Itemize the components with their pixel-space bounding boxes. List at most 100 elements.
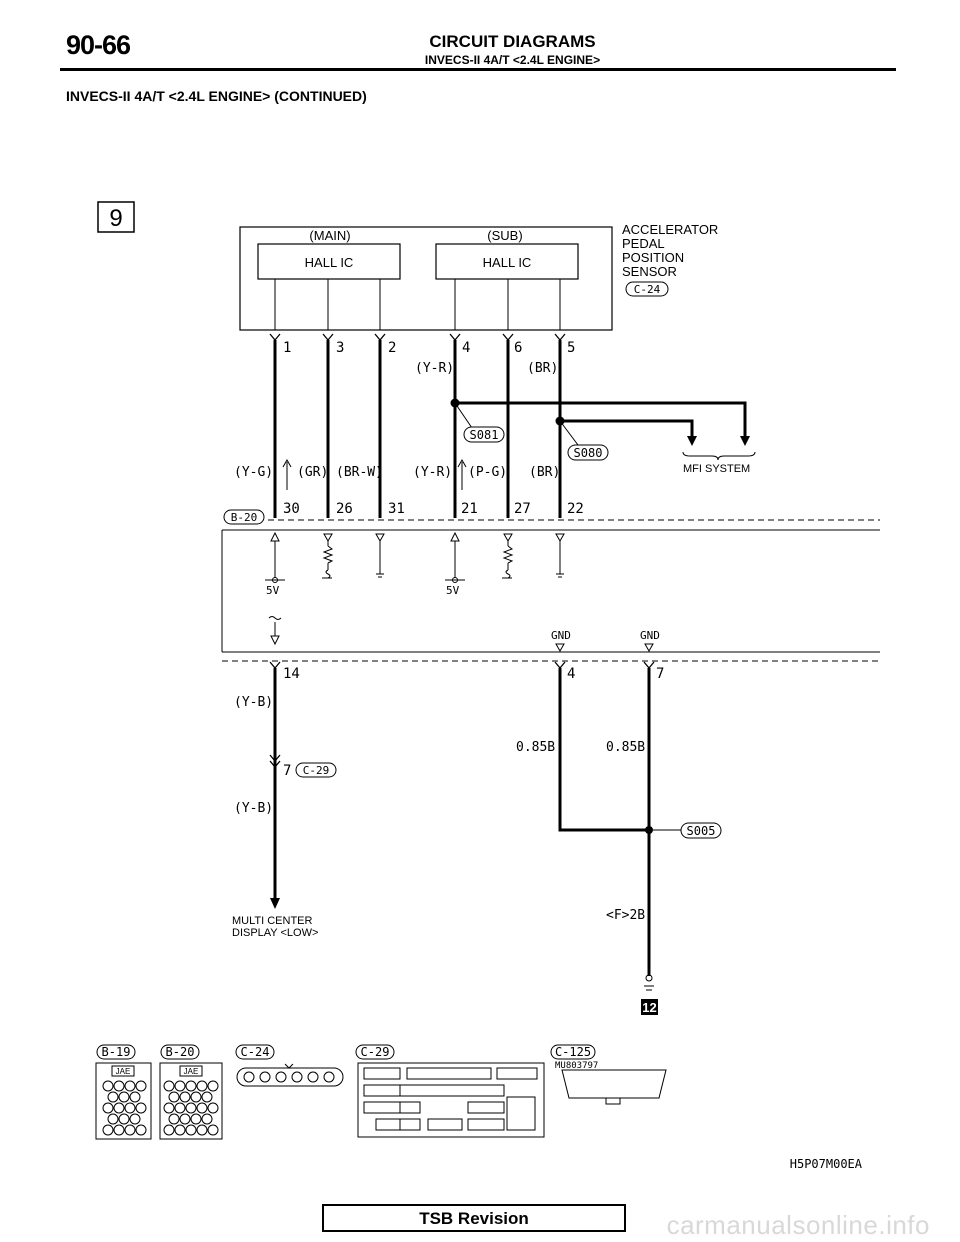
sensor-sub-label: (SUB) bbox=[487, 228, 522, 243]
hall-ic-main bbox=[257, 243, 401, 280]
wire-color-y-b-2: (Y-B) bbox=[234, 801, 273, 816]
conn-c24-face bbox=[236, 1063, 344, 1087]
conn-c29-face bbox=[357, 1062, 545, 1138]
splice-point-s005 bbox=[645, 826, 653, 834]
hall-ic-main-label: HALL IC bbox=[305, 255, 354, 270]
sensor-pin-6: 6 bbox=[514, 340, 522, 356]
wire-color-y-r-upper: (Y-R) bbox=[415, 361, 454, 376]
s080-label: S080 bbox=[574, 446, 603, 460]
wire-color-p-g: (P-G) bbox=[468, 465, 507, 480]
sensor-internal-leads bbox=[274, 279, 561, 330]
page-number: 90-66 bbox=[66, 30, 131, 60]
s081-label: S081 bbox=[470, 428, 499, 442]
gnd-label-2: GND bbox=[640, 629, 660, 642]
ecu-pin-26: 26 bbox=[336, 501, 353, 517]
display-label-2: DISPLAY <LOW> bbox=[232, 927, 318, 939]
conn-c24-badge bbox=[235, 1044, 275, 1060]
supply-5v-1: 5V bbox=[266, 584, 280, 597]
continuation-box bbox=[641, 999, 658, 1015]
conn-b19-face bbox=[95, 1062, 152, 1140]
supply-5v-2: 5V bbox=[446, 584, 460, 597]
conn-c125-face bbox=[561, 1069, 667, 1105]
junction-pin: 7 bbox=[283, 763, 291, 779]
sensor-main-label: (MAIN) bbox=[309, 228, 350, 243]
ecu-pin-21: 21 bbox=[461, 501, 478, 517]
s081-leader bbox=[454, 402, 473, 429]
sensor-pin-4: 4 bbox=[462, 340, 470, 356]
sensor-box bbox=[239, 226, 613, 331]
wire-color-gr: (GR) bbox=[297, 465, 328, 480]
conn-c24-label: C-24 bbox=[241, 1045, 270, 1059]
hall-ic-sub bbox=[435, 243, 579, 280]
wire-size-2: 0.85B bbox=[606, 740, 645, 755]
sensor-pin-1: 1 bbox=[283, 340, 291, 356]
sensor-connector-badge bbox=[625, 281, 669, 297]
ground-symbol bbox=[644, 974, 654, 991]
mfi-arrows bbox=[687, 436, 750, 446]
ecu-pin-30: 30 bbox=[283, 501, 300, 517]
sensor-connector-label: C-24 bbox=[634, 283, 661, 296]
wire-color-y-g: (Y-G) bbox=[234, 465, 273, 480]
ecu-pin-14: 14 bbox=[283, 666, 300, 682]
figure-code: H5P07M00EA bbox=[790, 1157, 863, 1171]
wire-color-br: (BR) bbox=[529, 465, 560, 480]
page-subtitle: INVECS-II 4A/T <2.4L ENGINE> bbox=[424, 53, 601, 67]
mfi-system-label: MFI SYSTEM bbox=[683, 463, 750, 475]
conn-b19-jae: JAE bbox=[116, 1067, 131, 1076]
sensor-name-2: PEDAL bbox=[622, 236, 665, 251]
ground-point-label: <F>2B bbox=[606, 908, 645, 923]
conn-c29-label: C-29 bbox=[361, 1045, 390, 1059]
junction-connector-label: C-29 bbox=[303, 764, 330, 777]
watermark: carmanualsonline.info bbox=[666, 1210, 930, 1240]
display-arrow bbox=[270, 898, 280, 909]
sensor-wires bbox=[273, 340, 747, 518]
ecu-pin-31: 31 bbox=[388, 501, 405, 517]
ecu-bottom-pin-marks bbox=[269, 661, 655, 669]
ecu-connector-badge bbox=[223, 509, 265, 525]
ecu-connector-label: B-20 bbox=[231, 511, 258, 524]
conn-b20-badge bbox=[160, 1044, 200, 1060]
sensor-name-1: ACCELERATOR bbox=[622, 222, 718, 237]
gnd-label-1: GND bbox=[551, 629, 571, 642]
sensor-pin-3: 3 bbox=[336, 340, 344, 356]
conn-c125-label: C-125 bbox=[555, 1045, 591, 1059]
sensor-pin-2: 2 bbox=[388, 340, 396, 356]
ecu-box bbox=[221, 519, 880, 662]
display-label-1: MULTI CENTER bbox=[232, 915, 313, 927]
section-title: INVECS-II 4A/T <2.4L ENGINE> (CONTINUED) bbox=[66, 88, 367, 104]
wire-color-br-upper: (BR) bbox=[527, 361, 558, 376]
ecu-pin-27: 27 bbox=[514, 501, 531, 517]
sensor-name-4: SENSOR bbox=[622, 264, 677, 279]
conn-b20-jae: JAE bbox=[184, 1067, 199, 1076]
s080-badge bbox=[567, 444, 609, 461]
s080-leader bbox=[559, 420, 579, 446]
conn-b20-label: B-20 bbox=[166, 1045, 195, 1059]
junction-connector-badge bbox=[295, 762, 337, 778]
conn-c29-badge bbox=[355, 1044, 395, 1060]
wire-size-1: 0.85B bbox=[516, 740, 555, 755]
page-title: CIRCUIT DIAGRAMS bbox=[429, 32, 596, 51]
section-box bbox=[97, 201, 135, 233]
s081-badge bbox=[463, 426, 505, 443]
signal-arrows bbox=[282, 458, 467, 490]
ecu-pin-4: 4 bbox=[567, 666, 575, 682]
lower-wires bbox=[273, 668, 651, 976]
conn-c125-badge bbox=[550, 1044, 596, 1060]
s005-label: S005 bbox=[687, 824, 716, 838]
conn-b19-label: B-19 bbox=[102, 1045, 131, 1059]
wire-color-y-r: (Y-R) bbox=[413, 465, 452, 480]
wire-color-y-b-1: (Y-B) bbox=[234, 695, 273, 710]
conn-c125-part-no: MU803797 bbox=[555, 1061, 598, 1071]
section-number: 9 bbox=[109, 205, 122, 232]
tsb-revision: TSB Revision bbox=[322, 1204, 626, 1232]
ecu-internal-circuit bbox=[265, 531, 654, 653]
ecu-pin-22: 22 bbox=[567, 501, 584, 517]
header-rule bbox=[60, 68, 896, 71]
conn-b19-badge bbox=[96, 1044, 136, 1060]
hall-ic-sub-label: HALL IC bbox=[483, 255, 532, 270]
wire-color-br-w: (BR-W) bbox=[336, 465, 383, 480]
ecu-pin-7: 7 bbox=[656, 666, 664, 682]
sensor-name-3: POSITION bbox=[622, 250, 684, 265]
conn-b20-face bbox=[159, 1062, 223, 1140]
